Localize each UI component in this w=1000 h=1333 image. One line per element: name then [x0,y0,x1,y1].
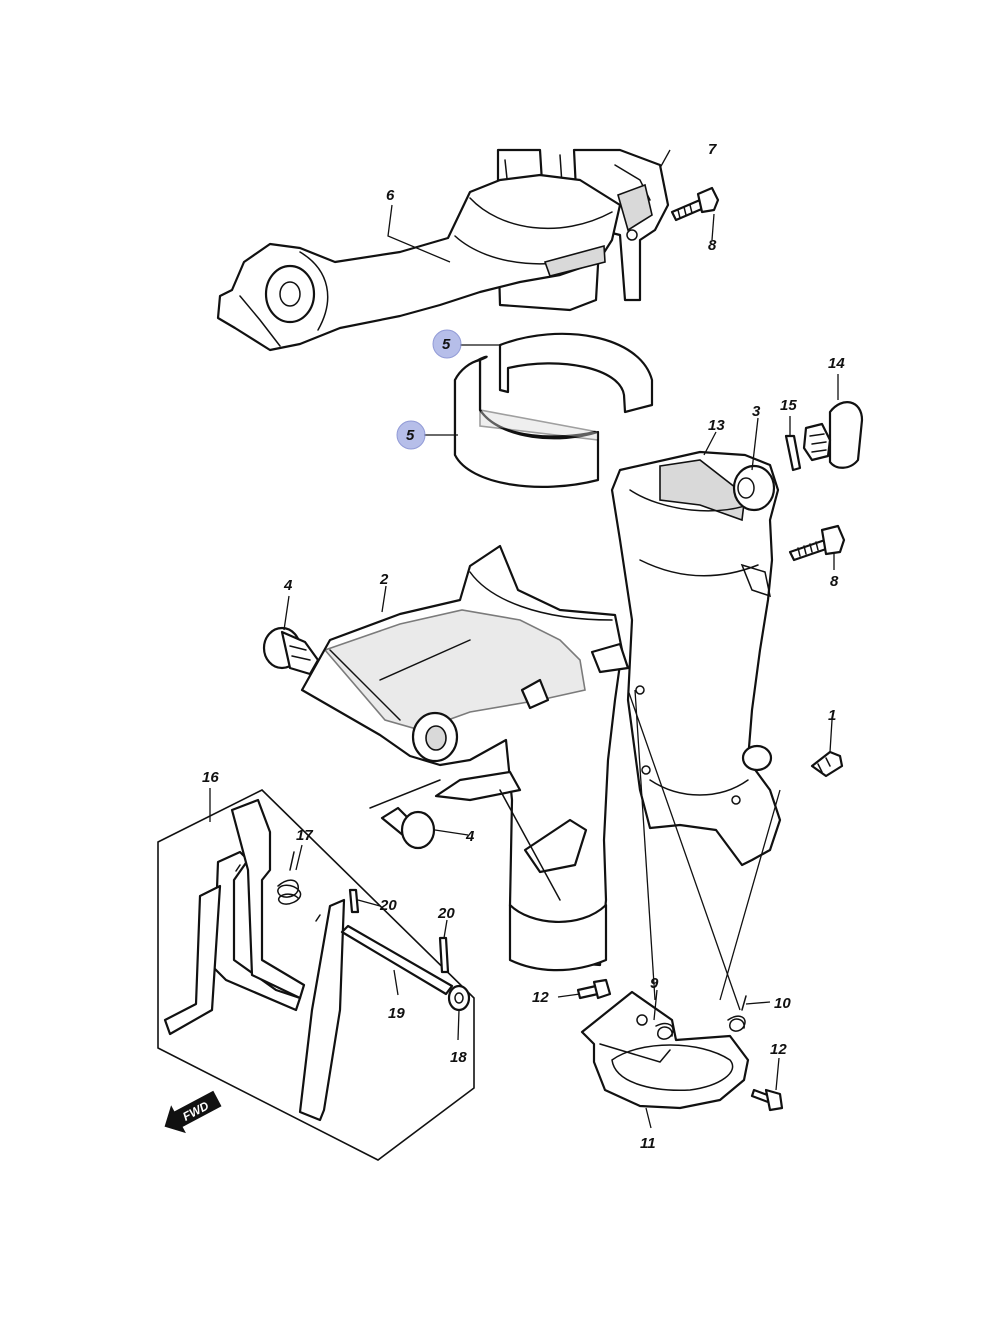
callout-8-upper[interactable]: 8 [708,237,717,254]
callout-5-upper[interactable]: 5 [442,336,451,353]
part-3-swivel-bracket [610,450,782,867]
part-9-spring [655,1022,674,1040]
callout-7[interactable]: 7 [708,141,717,158]
highlight-marker-5-lower [396,420,426,450]
callout-5-lower[interactable]: 5 [406,427,415,444]
callout-17[interactable]: 17 [296,827,313,844]
part-4-bushing-upper [262,626,320,676]
callout-16[interactable]: 16 [202,769,219,786]
part-18-washer [447,984,471,1012]
part-16-tilt-lever-kit [157,789,475,1161]
part-12-bolt-right [750,1088,784,1112]
callout-3[interactable]: 3 [752,403,761,420]
callout-1[interactable]: 1 [828,707,836,724]
part-8-bolt-middle [788,524,846,562]
callout-8-middle[interactable]: 8 [830,573,839,590]
part-20-pin-right [438,936,450,974]
fwd-arrow-icon: FWD [164,1090,222,1134]
part-2-clamp-bracket [300,544,630,972]
callout-11[interactable]: 11 [640,1135,656,1152]
callout-18[interactable]: 18 [450,1049,467,1066]
part-1-grease-fitting [810,750,844,778]
callout-10[interactable]: 10 [774,995,791,1012]
part-20-pin-left [348,888,360,914]
callout-15[interactable]: 15 [780,397,797,414]
callout-20-right[interactable]: 20 [437,905,455,922]
callout-19[interactable]: 19 [388,1005,405,1022]
callout-12-left[interactable]: 12 [532,989,549,1006]
callout-6[interactable]: 6 [386,187,395,204]
part-5-bushing-upper [498,332,654,414]
callout-12-right[interactable]: 12 [770,1041,787,1058]
highlight-marker-5-upper [432,329,462,359]
callout-4-upper[interactable]: 4 [283,577,293,594]
callouts: 7 6 8 5 5 14 15 3 13 8 4 2 1 16 17 4 20 … [202,141,845,1152]
part-14-knob [802,401,864,469]
part-6-clamp-arm [216,173,622,352]
part-19-rod [340,924,454,996]
part-4-bushing-lower [380,806,436,850]
callout-9[interactable]: 9 [650,975,659,992]
callout-4-lower[interactable]: 4 [465,828,475,845]
part-5-bushing-lower [453,355,600,488]
callout-2[interactable]: 2 [379,571,389,588]
part-15-pin [784,434,802,472]
part-17-spring [277,851,302,905]
callout-14[interactable]: 14 [828,355,845,372]
part-11-lower-bracket [580,990,750,1110]
part-12-bolt-left [576,978,612,1000]
part-10-spring [727,995,747,1032]
leader-lines [209,149,839,1129]
callout-13[interactable]: 13 [708,417,725,434]
part-8-bolt-upper [670,186,720,222]
callout-20-left[interactable]: 20 [379,897,397,914]
